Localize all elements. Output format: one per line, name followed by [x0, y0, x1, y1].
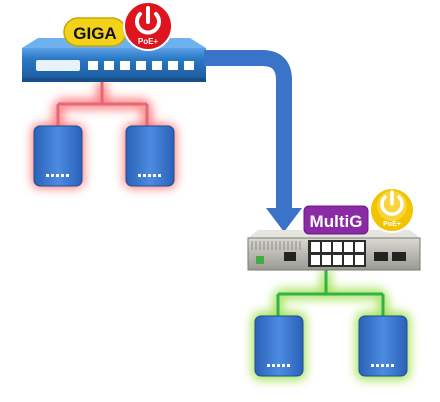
poe-plus-badge-yellow: PoE+ — [369, 187, 415, 233]
power-icon — [380, 190, 404, 216]
giga-badge: GIGA — [63, 17, 127, 47]
svg-text:MultiG: MultiG — [310, 212, 363, 231]
access-point — [125, 125, 175, 187]
svg-text:PoE+: PoE+ — [138, 37, 159, 46]
power-icon — [135, 6, 161, 35]
right-group: MultiG PoE+ — [247, 187, 421, 380]
access-point — [358, 315, 408, 377]
upgrade-arrow — [204, 50, 302, 232]
multig-badge: MultiG — [303, 205, 369, 235]
left-group: GIGA PoE+ — [22, 1, 206, 188]
access-point — [33, 125, 83, 187]
svg-text:PoE+: PoE+ — [383, 221, 401, 228]
right-switch — [247, 230, 421, 271]
left-connection-lines — [56, 82, 149, 128]
poe-plus-badge-red: PoE+ — [123, 1, 173, 51]
right-connection-lines — [276, 270, 385, 318]
svg-text:GIGA: GIGA — [73, 24, 116, 43]
access-point — [254, 315, 304, 377]
